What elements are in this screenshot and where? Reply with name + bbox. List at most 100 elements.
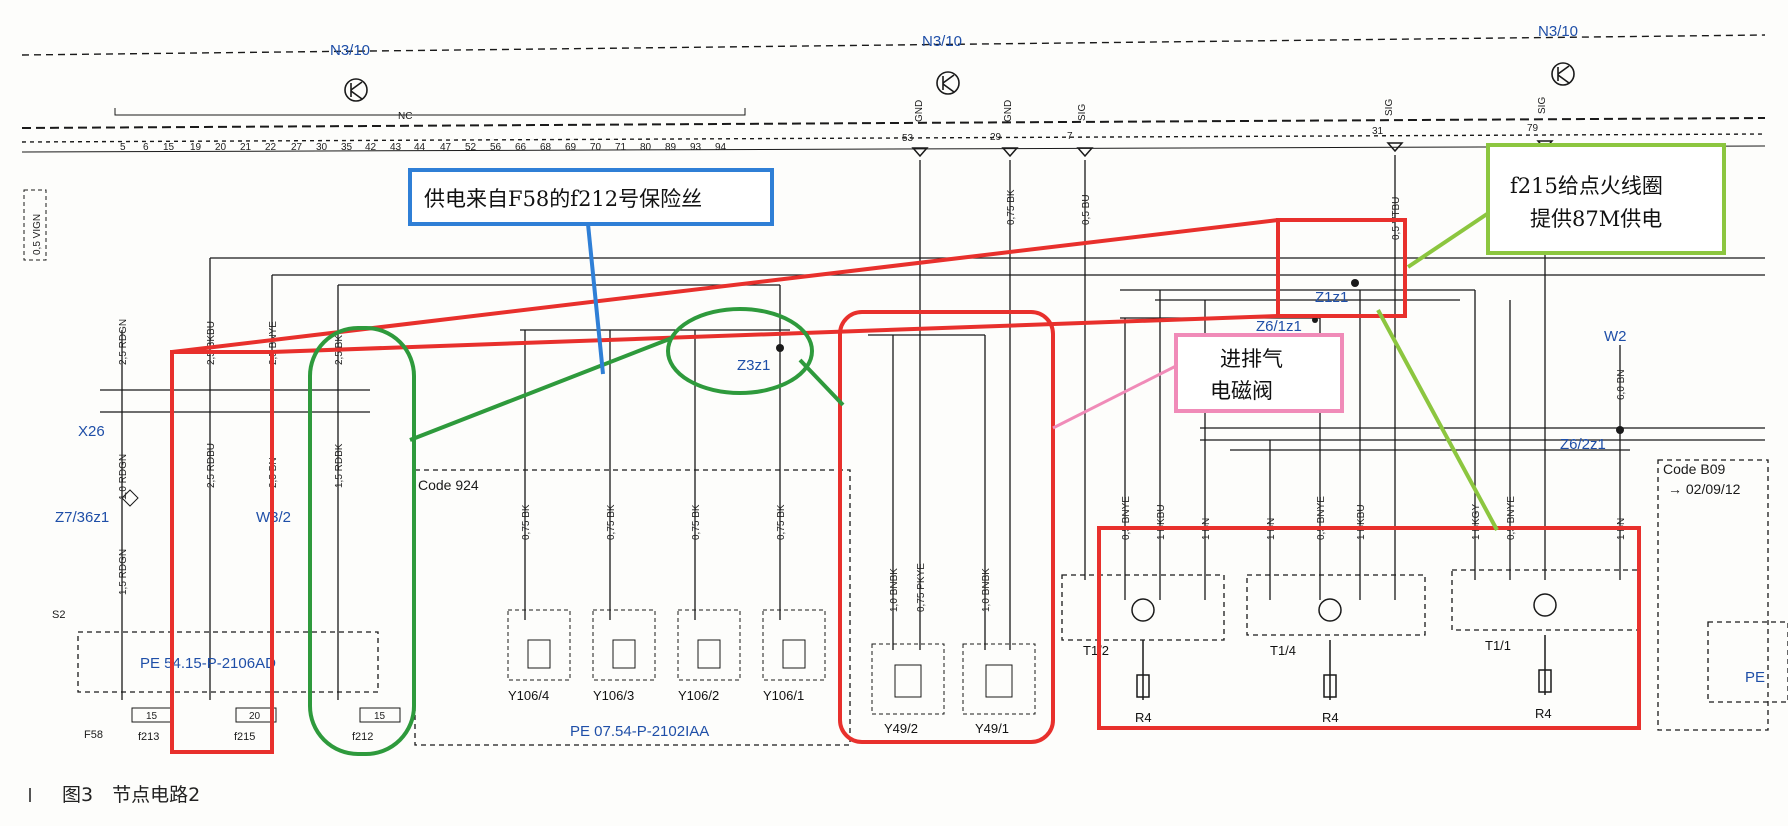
pin-31: 31 — [1372, 126, 1384, 137]
svg-text:6: 6 — [143, 142, 149, 153]
valve-y106-4: Y106/4 — [507, 609, 571, 703]
fuse-f213: 15 f213 — [131, 707, 173, 743]
svg-text:f212: f212 — [352, 731, 373, 743]
svg-text:15: 15 — [163, 142, 175, 153]
s2-label: S2 — [52, 609, 65, 621]
transistor-icon — [1551, 62, 1575, 86]
svg-text:20: 20 — [215, 142, 227, 153]
svg-text:1 BKGY: 1 BKGY — [1471, 504, 1482, 540]
svg-text:Y49/2: Y49/2 — [884, 721, 918, 736]
pe54-link[interactable]: PE 54.15-P-2106AD — [140, 655, 276, 672]
pin-29: 29 — [990, 132, 1002, 143]
svg-text:22: 22 — [265, 142, 277, 153]
pin-number-row: 5 6 15 19 20 21 22 27 30 35 42 43 44 47 … — [120, 142, 727, 153]
w2-label: W2 — [1604, 328, 1627, 345]
coil-t1-1 — [1533, 593, 1557, 695]
svg-text:0,75 PKYE: 0,75 PKYE — [916, 563, 927, 612]
codeb09-date: → 02/09/12 — [1668, 481, 1741, 497]
green-highlights — [308, 307, 845, 756]
valve-y106-2: Y106/2 — [677, 609, 741, 703]
f58-label: F58 — [84, 729, 103, 741]
bus-lines — [21, 34, 1766, 153]
nc-label: NC — [398, 111, 412, 122]
svg-text:1 BKBU: 1 BKBU — [1356, 504, 1367, 540]
pin-arrow-icons — [911, 140, 1554, 158]
svg-text:0,75 BK: 0,75 BK — [521, 504, 532, 540]
svg-text:15: 15 — [374, 711, 386, 722]
coil-t1-2 — [1131, 598, 1155, 700]
valve-y49-2: Y49/2 — [871, 643, 945, 736]
svg-text:f215: f215 — [234, 731, 255, 743]
t1-2-label: T1/2 — [1083, 643, 1109, 658]
sig-label: SIG — [1384, 99, 1395, 116]
code924-label: Code 924 — [418, 477, 479, 493]
transistor-icon — [344, 78, 368, 102]
z3-label: Z3z1 — [737, 357, 770, 374]
r4-label: R4 — [1135, 710, 1152, 725]
svg-text:70: 70 — [590, 142, 602, 153]
sig-label: SIG — [1537, 97, 1548, 114]
svg-text:0,75 BK: 0,75 BK — [691, 504, 702, 540]
coil-t1-4 — [1318, 598, 1342, 700]
svg-text:1,0 RDGN: 1,0 RDGN — [118, 454, 129, 500]
svg-text:27: 27 — [291, 142, 303, 153]
svg-text:35: 35 — [341, 142, 353, 153]
svg-text:2,5 RDBU: 2,5 RDBU — [206, 443, 217, 488]
transistor-icon — [936, 71, 960, 95]
valve-y49-1: Y49/1 — [962, 643, 1036, 736]
svg-text:Y106/4: Y106/4 — [508, 688, 549, 703]
wire-gauge-labels: 2,5 RDGN 2,5 BKBU 2,5 BNYE 2,5 BK 1,0 RD… — [118, 189, 1627, 612]
callout-valve-line2: 电磁阀 — [1210, 379, 1273, 403]
svg-text:Y106/3: Y106/3 — [593, 688, 634, 703]
svg-text:1,5 RDGN: 1,5 RDGN — [118, 549, 129, 595]
lime-callout: f215给点火线圈 提供87M供电 — [1376, 143, 1726, 531]
z1-label: Z1z1 — [1315, 289, 1348, 306]
svg-text:2,5 BKBU: 2,5 BKBU — [206, 321, 217, 365]
svg-text:20: 20 — [249, 711, 261, 722]
svg-text:0,75 BK: 0,75 BK — [1006, 189, 1017, 225]
valve-y106-3: Y106/3 — [592, 609, 656, 703]
svg-text:0,75 BK: 0,75 BK — [776, 504, 787, 540]
sig-label: SIG — [1077, 104, 1088, 121]
svg-text:66: 66 — [515, 142, 527, 153]
figure-caption: 图3 节点电路2 — [62, 784, 200, 806]
pin-53: 53 — [902, 133, 914, 144]
svg-text:44: 44 — [414, 142, 426, 153]
r4-label: R4 — [1535, 706, 1552, 721]
bus-label-right: N3/10 — [1538, 23, 1578, 40]
svg-text:1,0 BNBK: 1,0 BNBK — [889, 568, 900, 612]
left-vertical-label: 0,5 VIGN — [32, 214, 43, 255]
module-boxes — [77, 459, 1788, 746]
valve-y106-1: Y106/1 — [762, 609, 826, 703]
svg-text:71: 71 — [615, 142, 627, 153]
pe-right-link[interactable]: PE — [1745, 669, 1765, 686]
blue-callout: 供电来自F58的f212号保险丝 — [408, 168, 774, 375]
svg-text:Y106/1: Y106/1 — [763, 688, 804, 703]
svg-text:5: 5 — [120, 142, 126, 153]
z6-1-label: Z6/1z1 — [1256, 318, 1302, 335]
x26-label: X26 — [78, 423, 105, 440]
svg-text:43: 43 — [390, 142, 402, 153]
callout-f215-line1: f215给点火线圈 — [1510, 174, 1663, 198]
svg-text:2,5 RDGN: 2,5 RDGN — [118, 319, 129, 365]
diamond-connector-icon — [121, 489, 139, 507]
pe07-link[interactable]: PE 07.54-P-2102IAA — [570, 723, 709, 740]
callout-valve-line1: 进排气 — [1220, 347, 1283, 371]
svg-text:0,75 BK: 0,75 BK — [606, 504, 617, 540]
svg-text:93: 93 — [690, 142, 702, 153]
svg-text:6,0 BN: 6,0 BN — [1616, 369, 1627, 400]
svg-text:0,5 BNYE: 0,5 BNYE — [1316, 496, 1327, 540]
svg-text:0,5 BNYE: 0,5 BNYE — [1506, 496, 1517, 540]
svg-text:56: 56 — [490, 142, 502, 153]
svg-text:68: 68 — [540, 142, 552, 153]
r4-label: R4 — [1322, 710, 1339, 725]
svg-text:1,5 RDBK: 1,5 RDBK — [334, 443, 345, 488]
svg-text:94: 94 — [715, 142, 727, 153]
pink-callout: 进排气 电磁阀 — [1052, 333, 1344, 430]
svg-text:47: 47 — [440, 142, 452, 153]
svg-text:30: 30 — [316, 142, 328, 153]
bus-label-mid: N3/10 — [922, 33, 962, 50]
gnd-label: GND — [1003, 100, 1014, 122]
t1-4-label: T1/4 — [1270, 643, 1296, 658]
